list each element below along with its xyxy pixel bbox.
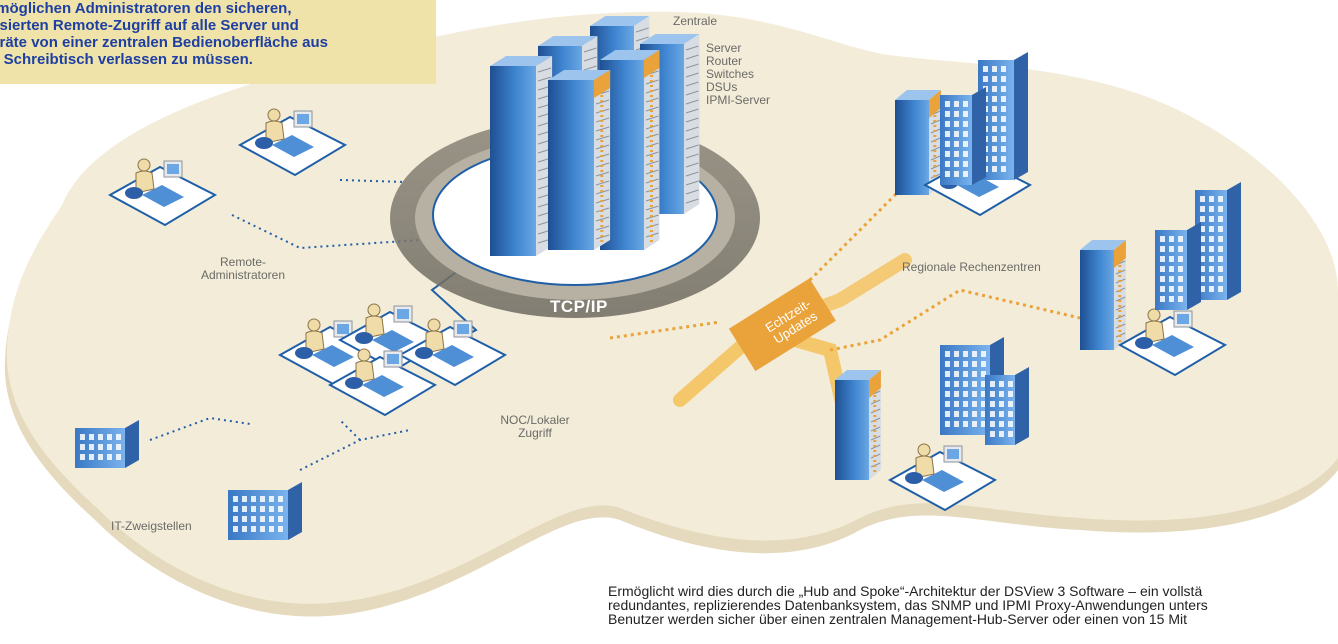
device-item: Server <box>706 41 742 55</box>
intro-line: ermöglichen Administratoren den sicheren… <box>0 0 292 17</box>
tcp-ip-label: TCP/IP <box>550 297 608 316</box>
intro-text: ermöglichen Administratoren den sicheren… <box>0 0 436 84</box>
server-rack <box>1080 240 1126 350</box>
intro-box <box>0 0 436 84</box>
intro-line: basierten Remote-Zugriff auf alle Server… <box>0 17 299 34</box>
noc-label: NOC/Lokaler Zugriff <box>480 414 590 440</box>
remote-admins-line: Administratoren <box>200 268 286 282</box>
headquarters-label: Zentrale <box>673 14 718 28</box>
admin-workstation <box>237 108 348 177</box>
footer-line: Ermöglicht wird dies durch die „Hub and … <box>608 584 1203 599</box>
device-item: Router <box>706 54 743 68</box>
server-rack <box>548 70 611 250</box>
noc-line: NOC/Lokaler <box>500 413 570 427</box>
office-building <box>228 482 302 540</box>
server-rack <box>835 370 881 480</box>
remote-admins-line: Remote- <box>219 255 266 269</box>
server-rack <box>895 90 941 195</box>
intro-line: en Schreibtisch verlassen zu müssen. <box>0 51 253 68</box>
server-rack <box>490 56 553 256</box>
office-building <box>1155 222 1201 310</box>
workstations <box>107 108 1228 512</box>
noc-line: Zugriff <box>518 426 552 440</box>
intro-line: geräte von einer zentralen Bedienoberflä… <box>0 34 328 51</box>
buildings <box>75 52 1241 540</box>
remote-admins-label: Remote- Administratoren <box>178 256 308 282</box>
device-item: Switches <box>706 67 755 81</box>
office-building <box>75 420 139 468</box>
office-building <box>1195 182 1241 300</box>
server-racks <box>490 16 1126 480</box>
device-item: IPMI-Server <box>706 93 771 107</box>
branch-offices-label: IT-Zweigstellen <box>111 519 192 533</box>
footer-line: Benutzer werden sicher über einen zentra… <box>608 611 1187 627</box>
office-building <box>940 87 986 185</box>
admin-workstation <box>887 443 998 512</box>
admin-workstation <box>1117 308 1228 377</box>
regional-datacenters-label: Regionale Rechenzentren <box>902 260 1041 274</box>
updates-badge <box>728 278 836 372</box>
admin-workstation <box>397 318 508 387</box>
admin-workstation <box>327 348 438 417</box>
admin-workstation <box>107 158 218 227</box>
device-item: DSUs <box>706 80 738 94</box>
footer-text: Ermöglicht wird dies durch die „Hub and … <box>608 584 1338 639</box>
device-list: Server Router Switches DSUs IPMI-Server <box>706 42 770 107</box>
office-building <box>985 367 1029 445</box>
footer-line: redundantes, replizierendes Datenbanksys… <box>608 597 1208 613</box>
